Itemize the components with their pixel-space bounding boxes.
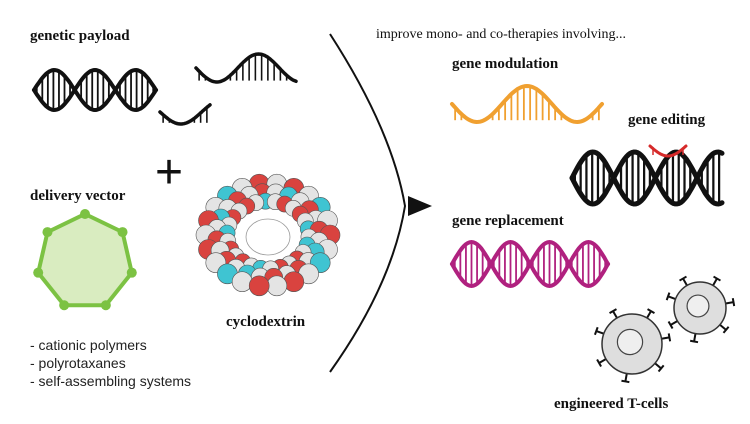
cyclodextrin-label: cyclodextrin (226, 314, 306, 330)
arrow-head (408, 196, 432, 216)
vector-node (80, 209, 90, 219)
cyclodextrin-molecule (195, 173, 341, 297)
cyclodextrin-cavity (245, 218, 291, 256)
vector-node (117, 227, 128, 238)
delivery-vector-label: delivery vector (30, 188, 126, 204)
vector-node (33, 267, 44, 278)
engineered-tcells-label: engineered T-cells (554, 396, 668, 412)
gene-modulation-helix (450, 83, 604, 125)
engineered-tcells-icon (593, 275, 736, 384)
gene-replacement-helix (450, 239, 610, 289)
dna-fragment-icon (194, 52, 298, 84)
vector-node (126, 267, 137, 278)
vector-type-item: - polyrotaxanes (30, 355, 126, 371)
plus-symbol: + (155, 146, 183, 199)
gene-replacement-label: gene replacement (452, 213, 564, 229)
atom-sphere (266, 275, 288, 297)
vector-node (100, 300, 111, 311)
tcell-icon (593, 308, 672, 384)
therapy-header: improve mono- and co-therapies involving… (376, 27, 626, 42)
vector-node (42, 227, 53, 238)
atom-sphere (231, 271, 253, 293)
gene-editing-helix (569, 149, 725, 207)
genetic-payload-label: genetic payload (30, 28, 130, 44)
vector-type-item: - self-assembling systems (30, 373, 191, 389)
dna-fragment-icon (158, 103, 212, 126)
atom-sphere (283, 271, 305, 293)
dna-helix-icon (32, 67, 158, 113)
gene-modulation-label: gene modulation (452, 56, 559, 72)
vector-node (59, 300, 70, 311)
gene-editing-label: gene editing (628, 112, 706, 128)
atom-sphere (248, 275, 270, 297)
convergence-arrow-line (329, 33, 407, 373)
vector-type-item: - cationic polymers (30, 337, 147, 353)
tcell-icon (665, 275, 736, 344)
delivery-vector-polygon (33, 209, 137, 311)
gene-editing-fragment (648, 144, 688, 158)
